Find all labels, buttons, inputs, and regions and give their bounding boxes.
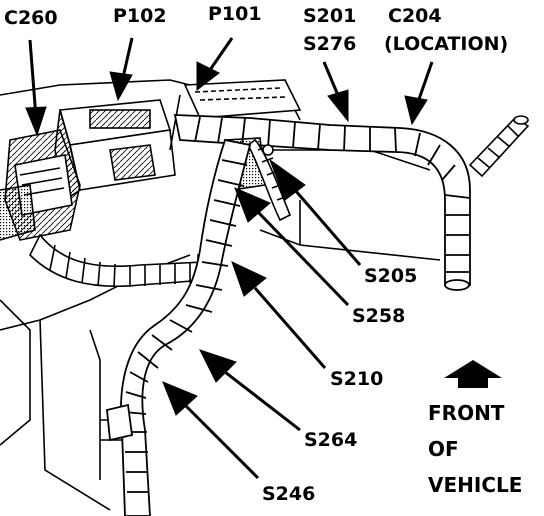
label-s205: S205 (364, 265, 417, 287)
label-s264: S264 (304, 429, 357, 451)
front-label: FRONT (428, 401, 505, 425)
leader-arrows (25, 37, 434, 480)
label-s276: S276 (303, 33, 356, 55)
label-p101: P101 (208, 3, 262, 25)
main-harness-vertical (106, 138, 252, 516)
vehicle-label: VEHICLE (428, 473, 522, 497)
upper-right-branch (468, 115, 530, 178)
lower-left-harness (29, 233, 213, 288)
c260-connector-cluster (0, 129, 81, 241)
label-s258: S258 (352, 305, 405, 327)
label-p102: P102 (113, 5, 167, 27)
label-c260: C260 (4, 7, 58, 29)
label-s201: S201 (303, 5, 356, 27)
label-c204-location: (LOCATION) (384, 33, 508, 55)
label-s210: S210 (330, 368, 383, 390)
label-c204: C204 (388, 5, 442, 27)
label-s246: S246 (262, 483, 315, 505)
of-label: OF (428, 437, 459, 461)
front-of-vehicle-marker: FRONT OF VEHICLE (428, 360, 522, 497)
main-harness-upper (173, 114, 471, 291)
p101-connector (169, 79, 302, 151)
up-arrow-icon (444, 360, 502, 388)
